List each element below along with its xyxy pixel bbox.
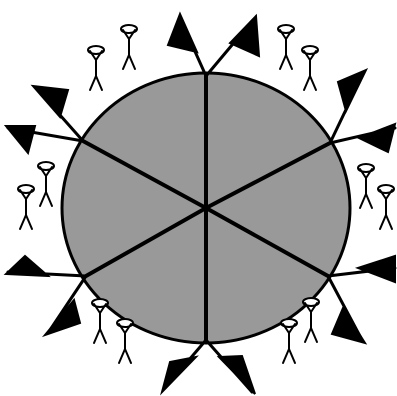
person-leg [26,215,32,229]
flag-icon [33,86,68,117]
person-leg [310,76,316,90]
stick-figure-icon [278,25,294,69]
person-leg [286,55,292,69]
flag-icon [168,14,197,52]
flag-icon [230,16,259,56]
stick-figure-icon [378,185,394,229]
stick-figure-icon [38,162,54,206]
person-leg [125,349,131,363]
flag-icon [6,256,48,276]
stick-figure-icon [88,46,104,90]
person-leg [386,215,392,229]
person-leg [123,55,129,69]
flag-icon [219,356,255,394]
person-leg [94,329,100,343]
person-leg [280,55,286,69]
person-leg [360,194,366,208]
person-leg [100,329,106,343]
flag-icon [338,70,366,111]
person-leg [20,215,26,229]
person-leg [40,192,46,206]
person-leg [129,55,135,69]
stick-figure-icon [117,319,133,363]
person-leg [96,76,102,90]
stick-figure-icon [121,25,137,69]
stick-figure-icon [358,164,374,208]
stick-figure-icon [281,319,297,363]
person-leg [366,194,372,208]
stick-figure-icon [303,298,319,342]
person-leg [119,349,125,363]
person-leg [305,328,311,342]
flag-icon [358,256,395,282]
stick-figure-icon [18,185,34,229]
person-leg [311,328,317,342]
person-leg [46,192,52,206]
person-leg [90,76,96,90]
person-leg [283,349,289,363]
person-leg [380,215,386,229]
person-leg [304,76,310,90]
stick-figure-icon [302,46,318,90]
person-leg [289,349,295,363]
stick-figure-icon [92,299,108,343]
flag-icon [162,357,196,392]
flag-icon [6,126,35,153]
flag-icon [359,124,395,152]
flag-icon [45,300,80,335]
